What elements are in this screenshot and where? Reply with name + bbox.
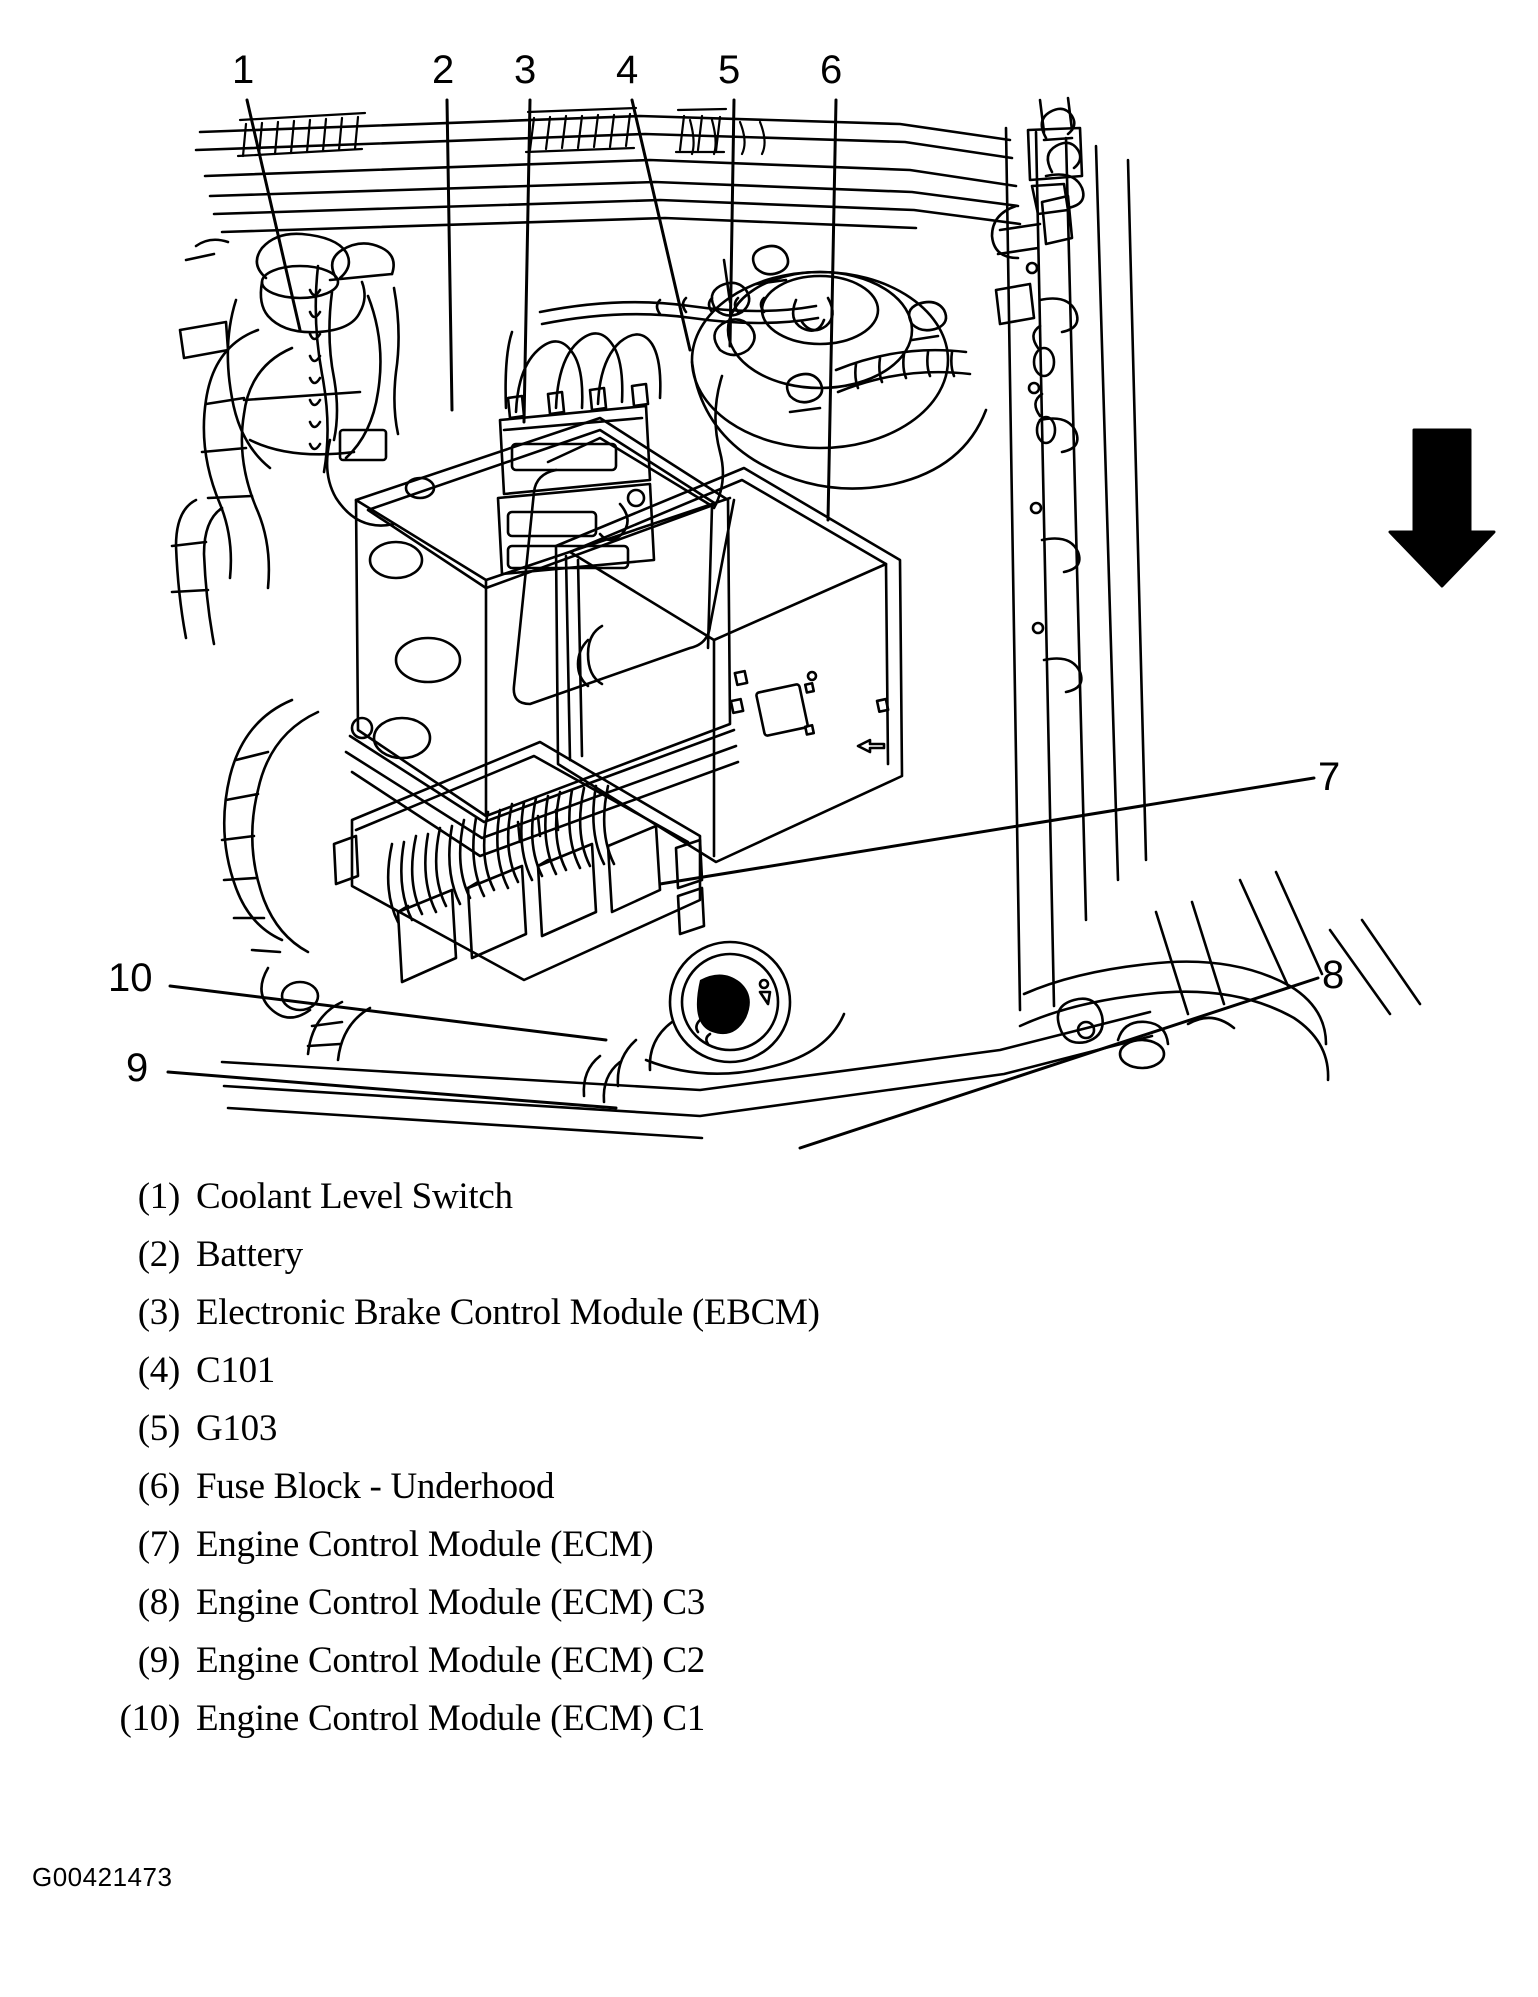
legend-label: Engine Control Module (ECM) C2	[196, 1640, 705, 1681]
legend-index: (7)	[137, 1524, 181, 1565]
callout-number-8: 8	[1322, 953, 1345, 997]
strut-tower	[690, 270, 988, 490]
legend-item: (8) Engine Control Module (ECM) C3	[96, 1584, 1296, 1642]
lower-hose	[170, 498, 224, 646]
callout-number-2: 2	[432, 48, 455, 92]
ebcm-module	[496, 404, 656, 576]
inner-fender-panel	[1004, 126, 1148, 1012]
legend-index: (2)	[137, 1234, 181, 1275]
conduit-left	[220, 698, 320, 1019]
engine-compartment-illustration	[166, 96, 1496, 1150]
component-legend-list: (1) Coolant Level Switch (2) Battery (3)…	[96, 1178, 1296, 1758]
legend-index: (6)	[137, 1466, 181, 1507]
callout-number-1: 1	[232, 48, 255, 92]
legend-item: (9) Engine Control Module (ECM) C2	[96, 1642, 1296, 1700]
legend-index: (10)	[119, 1698, 181, 1739]
legend-label: Engine Control Module (ECM) C1	[196, 1698, 705, 1739]
legend-label: Coolant Level Switch	[196, 1176, 513, 1217]
legend-item: (4) C101	[96, 1352, 1296, 1410]
legend-label: Electronic Brake Control Module (EBCM)	[196, 1292, 820, 1333]
ground-stud-g103	[710, 258, 751, 317]
belt-and-bracket	[582, 1012, 846, 1104]
pulley-assembly	[648, 940, 792, 1072]
fender-bolt-holes	[1032, 324, 1057, 445]
cowl-vent-tabs	[688, 118, 766, 156]
battery	[344, 416, 740, 858]
legend-index: (8)	[137, 1582, 181, 1623]
legend-label: Fuse Block - Underhood	[196, 1466, 555, 1507]
brake-lines	[504, 330, 662, 420]
callout-number-6: 6	[820, 48, 843, 92]
cowl-vent-louvers	[236, 106, 728, 158]
figure-id-code: G00421473	[32, 1862, 173, 1892]
callout-number-10: 10	[108, 956, 153, 1000]
callout-number-4: 4	[616, 48, 639, 92]
leader-lines	[166, 98, 1320, 1150]
legend-index: (5)	[137, 1408, 181, 1449]
wire-loom-vertical	[308, 264, 329, 474]
upper-right-bracket	[994, 194, 1074, 326]
callout-number-9: 9	[126, 1046, 149, 1090]
main-harness	[538, 296, 820, 326]
legend-item: (5) G103	[96, 1410, 1296, 1468]
upper-radiator-hose	[200, 328, 294, 590]
cowl-panel	[194, 114, 1022, 234]
legend-label: Engine Control Module (ECM)	[196, 1524, 654, 1565]
fuse-block-underhood	[554, 466, 904, 864]
ecm-connector-block	[332, 740, 706, 984]
legend-label: C101	[196, 1350, 275, 1391]
legend-label: Battery	[196, 1234, 303, 1275]
front-crossmember	[1018, 960, 1330, 1082]
legend-item: (6) Fuse Block - Underhood	[96, 1468, 1296, 1526]
hood-hinge-bracket	[990, 96, 1084, 260]
washer-bottle	[325, 242, 400, 527]
callout-number-3: 3	[514, 48, 537, 92]
coolant-reservoir	[226, 232, 382, 470]
legend-item: (1) Coolant Level Switch	[96, 1178, 1296, 1236]
engine-bracket-left	[178, 238, 230, 360]
legend-item: (3) Electronic Brake Control Module (EBC…	[96, 1294, 1296, 1352]
legend-index: (9)	[137, 1640, 181, 1681]
coolant-switch-connector	[712, 318, 756, 510]
lower-frame-rail	[220, 1010, 1154, 1140]
callout-number-5: 5	[718, 48, 741, 92]
fender-flange-clips	[1025, 173, 1085, 694]
strut-mount-nuts	[751, 244, 948, 414]
conduit-lower	[306, 1000, 372, 1062]
legend-index: (4)	[137, 1350, 181, 1391]
legend-index: (3)	[137, 1292, 181, 1333]
callout-number-7: 7	[1318, 755, 1341, 799]
legend-label: G103	[196, 1408, 278, 1449]
legend-item: (2) Battery	[96, 1236, 1296, 1294]
legend-item: (10) Engine Control Module (ECM) C1	[96, 1700, 1296, 1758]
legend-index: (1)	[137, 1176, 181, 1217]
radiator-support-lines	[1154, 870, 1422, 1016]
down-arrow-icon	[1388, 428, 1496, 588]
legend-item: (7) Engine Control Module (ECM)	[96, 1526, 1296, 1584]
legend-label: Engine Control Module (ECM) C3	[196, 1582, 705, 1623]
harness-loom-right	[834, 348, 972, 394]
